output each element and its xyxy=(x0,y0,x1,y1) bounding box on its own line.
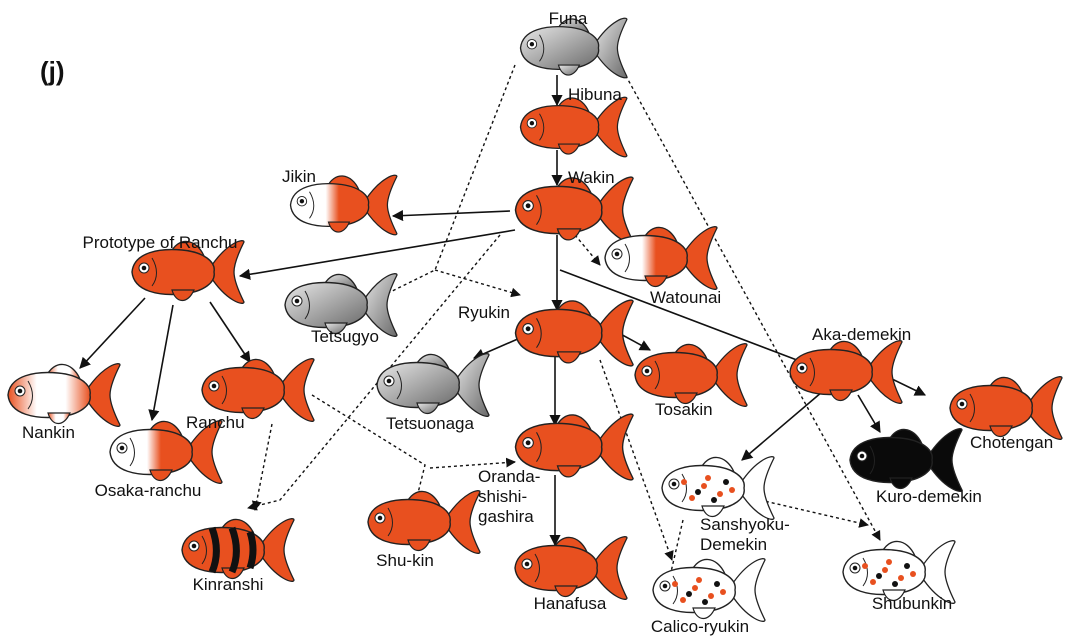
label-chotengan: Chotengan xyxy=(970,433,1053,452)
label-shubunkin: Shubunkin xyxy=(872,594,952,613)
label-hibuna: Hibuna xyxy=(568,85,622,104)
label-tosakin: Tosakin xyxy=(655,400,713,419)
panel-label: (j) xyxy=(40,56,65,86)
label-wakin: Wakin xyxy=(568,168,615,187)
fish-aka-demekin xyxy=(790,341,902,404)
edge-prototype-ranchu-to-osaka-ranchu xyxy=(152,305,173,420)
fish-sanshyoku-demekin xyxy=(662,457,774,520)
label-jikin: Jikin xyxy=(282,167,316,186)
label-calico-ryukin: Calico-ryukin xyxy=(651,617,749,636)
edge-ranchu-to-kinranshi xyxy=(255,424,272,510)
label-hanafusa: Hanafusa xyxy=(534,594,607,613)
fish-hibuna xyxy=(521,97,627,157)
fish-shu-kin xyxy=(368,491,480,554)
edge-funa-to-tetsugyo xyxy=(378,65,515,298)
edge-tetsugyo-to-ryukin xyxy=(435,270,520,295)
fish-kinranshi xyxy=(182,519,294,582)
edge-aka-demekin-to-kuro-demekin xyxy=(858,395,880,432)
fish-ranchu xyxy=(202,359,314,422)
fish-layer xyxy=(8,18,1062,621)
label-funa: Funa xyxy=(549,9,588,28)
label-kinranshi: Kinranshi xyxy=(193,575,264,594)
label-tetsugyo: Tetsugyo xyxy=(311,327,379,346)
edge-ranchu-to-shu-kin xyxy=(312,395,425,505)
edge-prototype-ranchu-to-nankin xyxy=(80,298,145,368)
label-oranda-shishigashira-line-1: Oranda- xyxy=(478,467,540,486)
fish-tosakin xyxy=(635,344,747,407)
label-nankin: Nankin xyxy=(22,423,75,442)
fish-chotengan xyxy=(950,377,1062,440)
label-sanshyoku-demekin-line-2: Demekin xyxy=(700,535,767,554)
fish-ryukin xyxy=(516,300,634,366)
fish-calico-ryukin xyxy=(653,559,765,622)
label-watounai: Watounai xyxy=(650,288,721,307)
label-ranchu: Ranchu xyxy=(186,413,245,432)
edge-aka-demekin-to-sanshyoku-demekin xyxy=(742,392,822,460)
label-oranda-shishigashira-line-2: shishi- xyxy=(478,487,527,506)
fish-tetsuonaga xyxy=(377,354,489,417)
edge-wakin-to-jikin xyxy=(393,211,510,216)
label-oranda-shishigashira-line-3: gashira xyxy=(478,507,534,526)
label-kuro-demekin: Kuro-demekin xyxy=(876,487,982,506)
label-aka-demekin: Aka-demekin xyxy=(812,325,911,344)
edge-wakin-to-prototype-ranchu xyxy=(240,230,515,276)
label-tetsuonaga: Tetsuonaga xyxy=(386,414,474,433)
fish-kuro-demekin xyxy=(850,429,962,492)
edge-prototype-ranchu-to-ranchu xyxy=(210,302,250,362)
fish-nankin xyxy=(8,364,120,427)
label-shu-kin: Shu-kin xyxy=(376,551,434,570)
label-ryukin: Ryukin xyxy=(458,303,510,322)
label-osaka-ranchu: Osaka-ranchu xyxy=(95,481,202,500)
label-sanshyoku-demekin-line-1: Sanshyoku- xyxy=(700,515,790,534)
label-prototype-ranchu: Prototype of Ranchu xyxy=(83,233,238,252)
edge-wakin-to-watounai xyxy=(575,235,600,265)
fish-hanafusa xyxy=(515,537,627,600)
